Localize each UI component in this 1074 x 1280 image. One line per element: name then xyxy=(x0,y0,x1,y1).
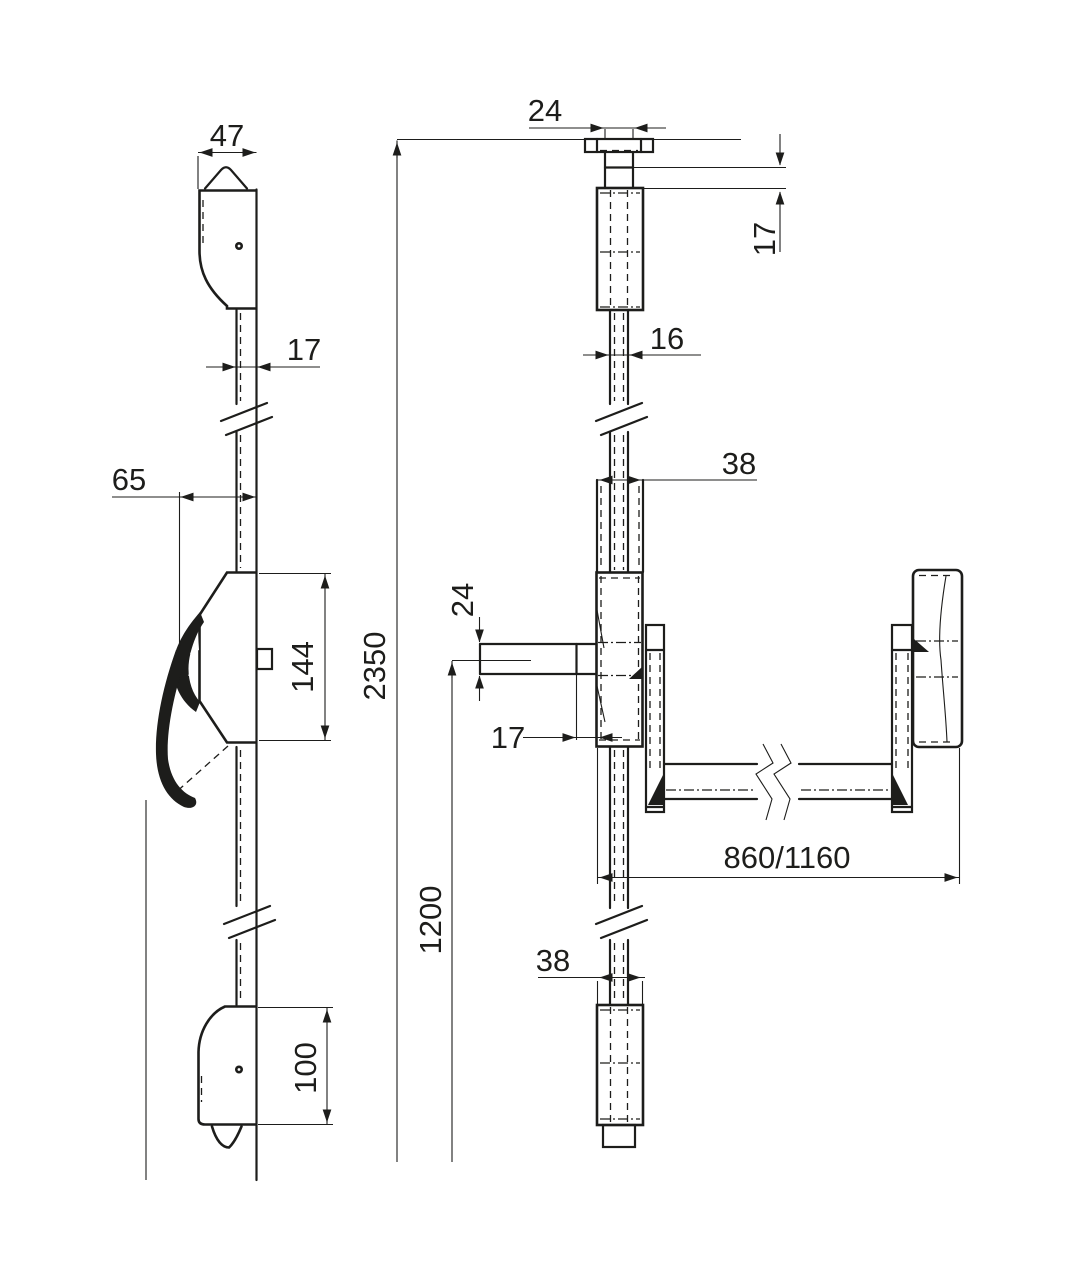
latch-edge xyxy=(596,609,605,649)
dim-bar-length: 860/1160 xyxy=(724,840,851,875)
push-bar-assembly xyxy=(644,623,914,821)
housing-inner-edge xyxy=(939,575,948,743)
case-outline xyxy=(198,571,258,744)
flange-outline xyxy=(583,137,655,154)
dim-case-height: 144 xyxy=(285,641,320,693)
dim-rod-width: 16 xyxy=(650,321,684,356)
break-line xyxy=(594,904,644,926)
bar-break-line xyxy=(773,743,792,821)
bottom-bolt-tip xyxy=(210,1125,243,1149)
front-lower-rod xyxy=(594,745,649,1007)
bracket-wedge xyxy=(893,775,908,805)
front-lock-body xyxy=(595,571,644,748)
break-line xyxy=(224,415,274,437)
dim-side-rod-width: 17 xyxy=(287,332,321,367)
dim-upper-guide-width: 38 xyxy=(722,446,756,481)
dim-bottom-keeper-height: 100 xyxy=(288,1042,323,1094)
spindle-boss xyxy=(255,647,274,671)
bottom-bolt-foot xyxy=(601,1123,637,1149)
push-pad-end xyxy=(172,612,204,712)
dim-keeper-width: 47 xyxy=(210,118,244,153)
dim-top-bolt-throw: 17 xyxy=(747,222,782,256)
front-upper-sleeve xyxy=(595,478,645,574)
screw-hole-center xyxy=(237,1068,241,1071)
bottom-keeper-outline xyxy=(197,1005,258,1126)
pad-highlight xyxy=(190,634,199,654)
side-upper-rod xyxy=(219,308,274,573)
top-bolt-tip xyxy=(203,166,249,190)
side-bottom-keeper xyxy=(197,1005,258,1149)
front-bottom-guide xyxy=(595,1003,645,1149)
pad-hidden-edge xyxy=(173,745,229,795)
dim-overall-height: 2350 xyxy=(357,632,392,701)
break-line xyxy=(599,918,649,940)
housing-wedge xyxy=(914,639,929,652)
front-view xyxy=(478,129,964,1149)
latch-wedge xyxy=(629,667,642,679)
side-top-keeper xyxy=(198,166,258,310)
dim-bar-center-height: 1200 xyxy=(413,886,448,955)
pad-highlight xyxy=(188,655,197,676)
break-line xyxy=(227,918,277,940)
dim-top-bolt-plate-width: 24 xyxy=(528,93,562,128)
bar-break-line xyxy=(755,743,774,821)
front-top-guide xyxy=(595,186,645,312)
break-line xyxy=(219,401,269,423)
break-line xyxy=(599,415,649,437)
front-bolt-neck xyxy=(603,150,635,190)
dim-lower-guide-width: 38 xyxy=(536,943,570,978)
front-top-flange xyxy=(583,129,655,154)
dim-spindle-square: 24 xyxy=(445,583,480,617)
push-pad-arc xyxy=(155,650,197,808)
screw-hole-center xyxy=(237,244,241,248)
break-line xyxy=(594,401,644,423)
dimensions: 47 17 65 144 100 2350 xyxy=(112,93,961,1162)
front-spindle xyxy=(478,642,598,676)
bar-end-housing xyxy=(911,568,964,749)
side-lower-rod xyxy=(222,745,277,1007)
bracket-wedge xyxy=(648,775,663,805)
dim-spindle-backset: 17 xyxy=(491,720,525,755)
front-upper-rod xyxy=(594,308,649,574)
latch-edge xyxy=(596,685,606,723)
side-view xyxy=(145,166,277,1182)
dim-pad-projection: 65 xyxy=(112,462,146,497)
side-lock-case xyxy=(155,571,274,808)
left-bar-bracket xyxy=(644,623,666,814)
break-line xyxy=(222,904,272,926)
top-keeper-outline xyxy=(198,189,258,310)
